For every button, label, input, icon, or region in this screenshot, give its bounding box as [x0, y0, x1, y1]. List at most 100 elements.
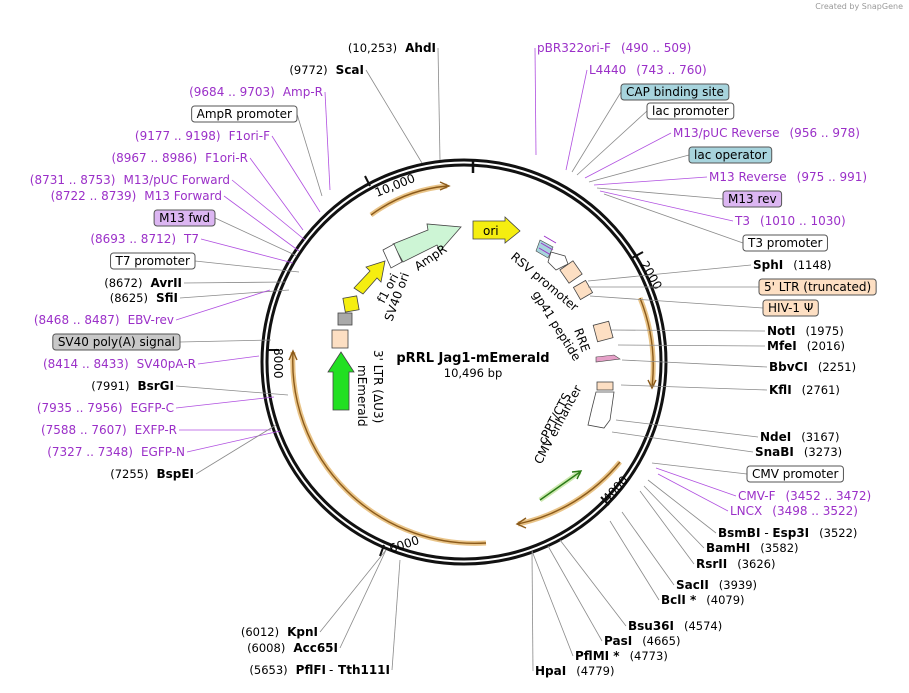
leader-line [657, 473, 729, 512]
site-bamhi[interactable]: BamHI(3582) [706, 541, 799, 555]
feature-hiv-1[interactable]: HIV-1 Ψ [762, 299, 819, 317]
feature-m13-rev[interactable]: M13 rev [722, 190, 783, 208]
site-avrii[interactable]: AvrII(8672) [104, 276, 182, 290]
feature-t3-promoter[interactable]: T3 promoter [742, 234, 828, 252]
primer-t3[interactable]: T3(1010 .. 1030) [734, 214, 846, 228]
primer-egfp-c[interactable]: EGFP-C(7935 .. 7956) [37, 401, 174, 415]
leader-line [603, 193, 744, 244]
feature-t7-promoter[interactable]: T7 promoter [110, 252, 196, 270]
site-pflfi-tth111i[interactable]: PflFI-Tth111I(5653) [249, 663, 390, 677]
svg-text:(3498 .. 3522): (3498 .. 3522) [772, 504, 858, 518]
leader-line [391, 559, 401, 671]
site-rsrii[interactable]: RsrII(3626) [696, 557, 775, 571]
site-sacii[interactable]: SacII (3939) [676, 578, 757, 592]
primer-egfp-n[interactable]: EGFP-N(7327 .. 7348) [47, 445, 185, 459]
svg-text:F1ori-R: F1ori-R [205, 151, 248, 165]
svg-text:Esp3I: Esp3I [772, 526, 809, 540]
leader-line [200, 238, 294, 264]
primer-amp-r[interactable]: Amp-R(9684 .. 9703) [189, 85, 323, 99]
site-snabi[interactable]: SnaBI(3273) [755, 445, 842, 459]
leader-line [231, 179, 306, 241]
leader-line [175, 385, 289, 396]
leader-line [365, 69, 423, 164]
svg-text:BclI *: BclI * [661, 593, 697, 607]
svg-text:CMV promoter: CMV promoter [752, 467, 839, 481]
primer-m13-reverse[interactable]: M13 Reverse(975 .. 991) [709, 170, 867, 184]
site-pasi[interactable]: PasI(4665) [604, 634, 680, 648]
feature-sv40-poly-a-signal[interactable]: SV40 poly(A) signal [52, 333, 181, 351]
svg-text:(8625): (8625) [110, 291, 148, 305]
site-bsrgi[interactable]: BsrGI(7991) [91, 379, 174, 393]
primer-l4440[interactable]: L4440(743 .. 760) [589, 63, 707, 77]
svg-text:(956 .. 978): (956 .. 978) [790, 126, 860, 140]
leader-line [183, 281, 287, 284]
svg-text:L4440: L4440 [589, 63, 626, 77]
primer-f1ori-r[interactable]: F1ori-R(8967 .. 8986) [111, 151, 248, 165]
site-ahdi[interactable]: AhdI(10,253) [348, 41, 436, 55]
svg-text:(4574): (4574) [684, 619, 722, 633]
svg-text:AvrII: AvrII [150, 276, 182, 290]
leader-line [339, 549, 387, 649]
svg-text:BspEI: BspEI [156, 467, 194, 481]
leader-line [655, 467, 737, 497]
svg-text:SacII: SacII [676, 578, 709, 592]
svg-text:(7991): (7991) [91, 379, 129, 393]
primer-cmv-f[interactable]: CMV-F(3452 .. 3472) [738, 489, 871, 503]
svg-text:M13 Reverse: M13 Reverse [709, 170, 787, 184]
primer-exfp-r[interactable]: EXFP-R(7588 .. 7607) [41, 423, 177, 437]
primer-m13-forward[interactable]: M13 Forward(8722 .. 8739) [51, 189, 222, 203]
svg-text:BbvCI: BbvCI [769, 360, 808, 374]
site-sphi[interactable]: SphI(1148) [753, 258, 832, 272]
primer-sv40pa-r[interactable]: SV40pA-R(8414 .. 8433) [43, 357, 196, 371]
site-noti[interactable]: NotI(1975) [767, 324, 844, 338]
feature-lac-operator[interactable]: lac operator [688, 146, 773, 164]
leader-line [643, 485, 705, 549]
leader-line [179, 339, 272, 343]
svg-text:(5653): (5653) [249, 663, 287, 677]
primer-ebv-rev[interactable]: EBV-rev(8468 .. 8487) [34, 313, 174, 327]
primer-pbr322ori-f[interactable]: pBR322ori-F(490 .. 509) [537, 41, 691, 55]
svg-text:M13 fwd: M13 fwd [159, 211, 210, 225]
feature-5-ltr-truncated[interactable]: 5' LTR (truncated) [758, 278, 877, 296]
svg-text:(490 .. 509): (490 .. 509) [621, 41, 691, 55]
feature-ampr-promoter[interactable]: AmpR promoter [191, 105, 298, 123]
site-mfei[interactable]: MfeI(2016) [767, 339, 845, 353]
leader-line [647, 479, 717, 534]
plasmid-name: pRRL Jag1-mEmerald [396, 351, 549, 366]
site-acc65i[interactable]: Acc65I(6008) [247, 641, 338, 655]
site-sfii[interactable]: SfiI(8625) [110, 291, 178, 305]
svg-text:(1010 .. 1030): (1010 .. 1030) [760, 214, 846, 228]
leader-line [639, 490, 695, 565]
primer-m13-puc-reverse[interactable]: M13/pUC Reverse (956 .. 978) [673, 126, 860, 140]
leader-line [296, 113, 323, 197]
svg-text:PflFI: PflFI [296, 663, 326, 677]
primer-t7[interactable]: T7(8693 .. 8712) [90, 232, 199, 246]
leader-line [651, 462, 748, 475]
site-bsmbi-esp3i[interactable]: BsmBI-Esp3I(3522) [718, 526, 857, 540]
features: ori AmpR f1 ori SV40 ori 3' LTR (ΔU3) mE… [327, 216, 621, 466]
site-pflmi[interactable]: PflMI *(4773) [575, 649, 668, 663]
svg-text:(7255): (7255) [110, 467, 148, 481]
svg-text:(3939): (3939) [719, 578, 757, 592]
site-kpni[interactable]: KpnI(6012) [241, 625, 318, 639]
site-bbvci[interactable]: BbvCI(2251) [769, 360, 856, 374]
primer-m13-puc-forward[interactable]: M13/pUC Forward(8731 .. 8753) [30, 173, 230, 187]
svg-text:M13 Forward: M13 Forward [144, 189, 222, 203]
svg-text:M13/pUC Reverse: M13/pUC Reverse [673, 126, 780, 140]
leader-line [596, 187, 724, 200]
primer-lncx[interactable]: LNCX(3498 .. 3522) [730, 504, 858, 518]
site-ndei[interactable]: NdeI(3167) [760, 430, 840, 444]
site-bspei[interactable]: BspEI (7255) [110, 467, 194, 481]
site-bcli[interactable]: BclI *(4079) [661, 593, 745, 607]
feature-m13-fwd[interactable]: M13 fwd [153, 209, 216, 227]
site-bsu36i[interactable]: Bsu36I(4574) [628, 619, 722, 633]
site-kfli[interactable]: KflI(2761) [769, 383, 840, 397]
feature-cmv-promoter[interactable]: CMV promoter [746, 465, 844, 483]
site-scai[interactable]: ScaI(9772) [289, 63, 364, 77]
site-hpai[interactable]: HpaI(4779) [535, 664, 614, 678]
feature-lac-promoter[interactable]: lac promoter [646, 102, 735, 120]
three-ltr-label: 3' LTR (ΔU3) [371, 350, 385, 423]
primer-f1ori-f[interactable]: F1ori-F(9177 .. 9198) [135, 129, 270, 143]
feature-cap-binding-site[interactable]: CAP binding site [620, 83, 730, 101]
leader-line [615, 419, 759, 438]
